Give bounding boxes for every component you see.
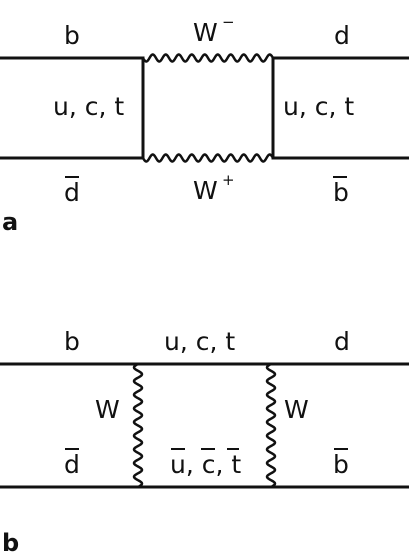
- b-top-internal-label: u, c, t: [164, 327, 235, 356]
- b-top-left-quark-label: b: [64, 327, 80, 356]
- b-top-right-quark-label: d: [334, 327, 350, 356]
- a-bottom-left-antiquark-label: d: [64, 178, 80, 207]
- a-top-right-quark-label: d: [334, 21, 350, 50]
- b-right-w-propagator: [265, 362, 277, 489]
- a-right-internal-label: u, c, t: [283, 92, 354, 121]
- b-bottom-internal-label: u, c, t: [170, 450, 241, 479]
- a-bottom-w-propagator: [141, 153, 275, 163]
- a-bottom-right-antiquark-label: b: [333, 178, 349, 207]
- b-left-boson-label: W: [95, 395, 120, 424]
- b-bottom-left-antiquark-label: d: [64, 450, 80, 479]
- b-panel-label: b: [2, 529, 19, 557]
- a-panel-label: a: [2, 208, 18, 236]
- b-left-w-propagator: [132, 362, 144, 489]
- a-left-internal-label: u, c, t: [53, 92, 124, 121]
- b-right-boson-label: W: [284, 395, 309, 424]
- a-top-w-propagator: [141, 53, 275, 63]
- b-bottom-right-antiquark-label: b: [333, 450, 349, 479]
- diagram-b: b u, c, t d W W d u, c, t b b: [0, 327, 409, 557]
- diagram-a: b W − d u, c, t u, c, t d W + b a: [0, 13, 409, 236]
- a-top-boson-charge: −: [222, 13, 235, 31]
- a-bottom-boson-charge: +: [222, 171, 235, 189]
- a-bottom-boson-label: W: [193, 176, 218, 205]
- a-top-boson-label: W: [193, 18, 218, 47]
- a-top-left-quark-label: b: [64, 21, 80, 50]
